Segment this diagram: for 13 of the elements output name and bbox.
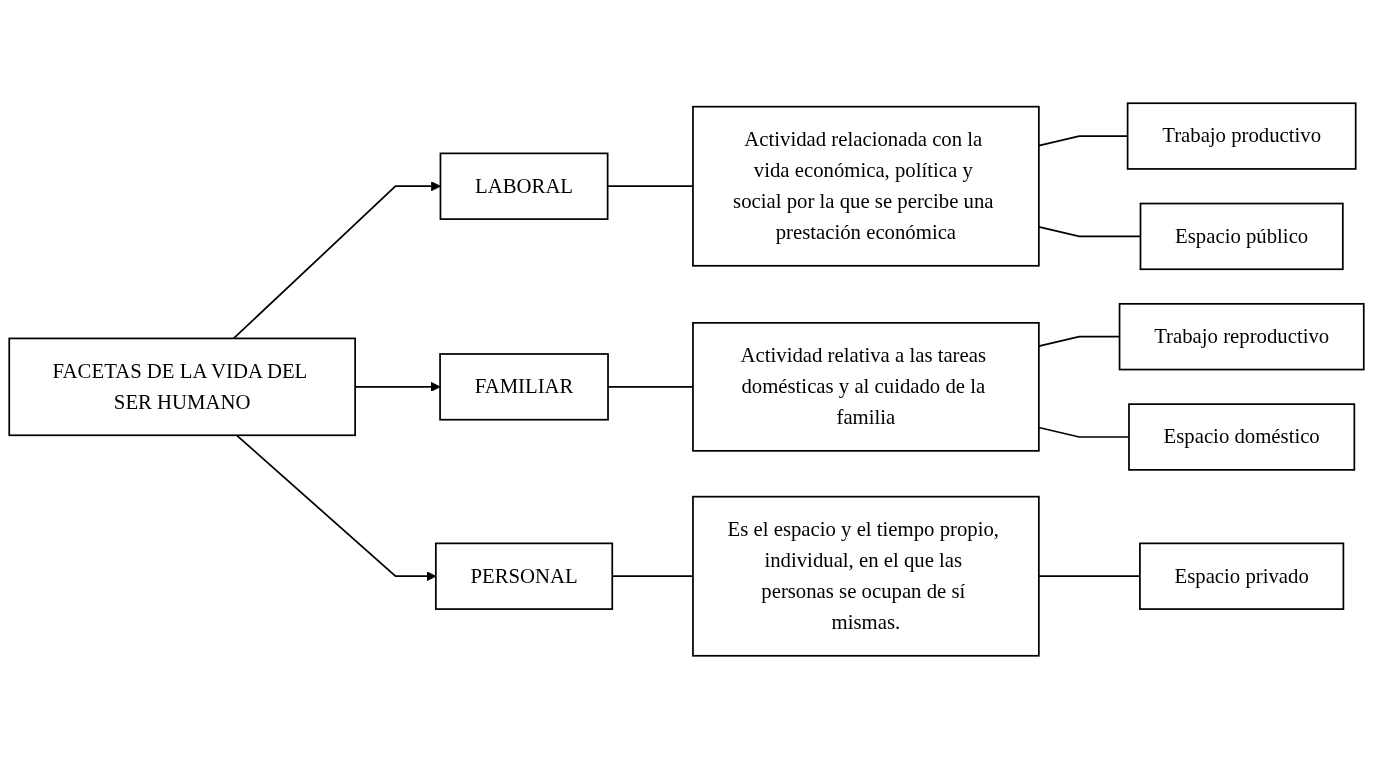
- node-box: FACETAS DE LA VIDA DEL SER HUMANO: [8, 337, 356, 436]
- node-box: PERSONAL: [434, 542, 614, 610]
- node-box: Actividad relacionada con la vida económica, política y social por la que se percibe una prestación económica: [692, 105, 1040, 267]
- node-box: Trabajo productivo: [1126, 101, 1357, 170]
- node-box: Actividad relativa a las tareas domésticas y al cuidado de la familia: [692, 321, 1040, 452]
- node-box: Es el espacio y el tiempo propio, individual, en el que las personas se ocupan de sí mismas.: [692, 495, 1040, 657]
- node-box: LABORAL: [439, 152, 609, 220]
- node-box: Espacio doméstico: [1128, 402, 1356, 471]
- node-box: FAMILIAR: [439, 352, 609, 421]
- arrow: [232, 180, 441, 339]
- node-box: Espacio público: [1139, 202, 1344, 270]
- node-box: Trabajo reproductivo: [1118, 302, 1365, 370]
- node-box: Espacio privado: [1139, 542, 1345, 610]
